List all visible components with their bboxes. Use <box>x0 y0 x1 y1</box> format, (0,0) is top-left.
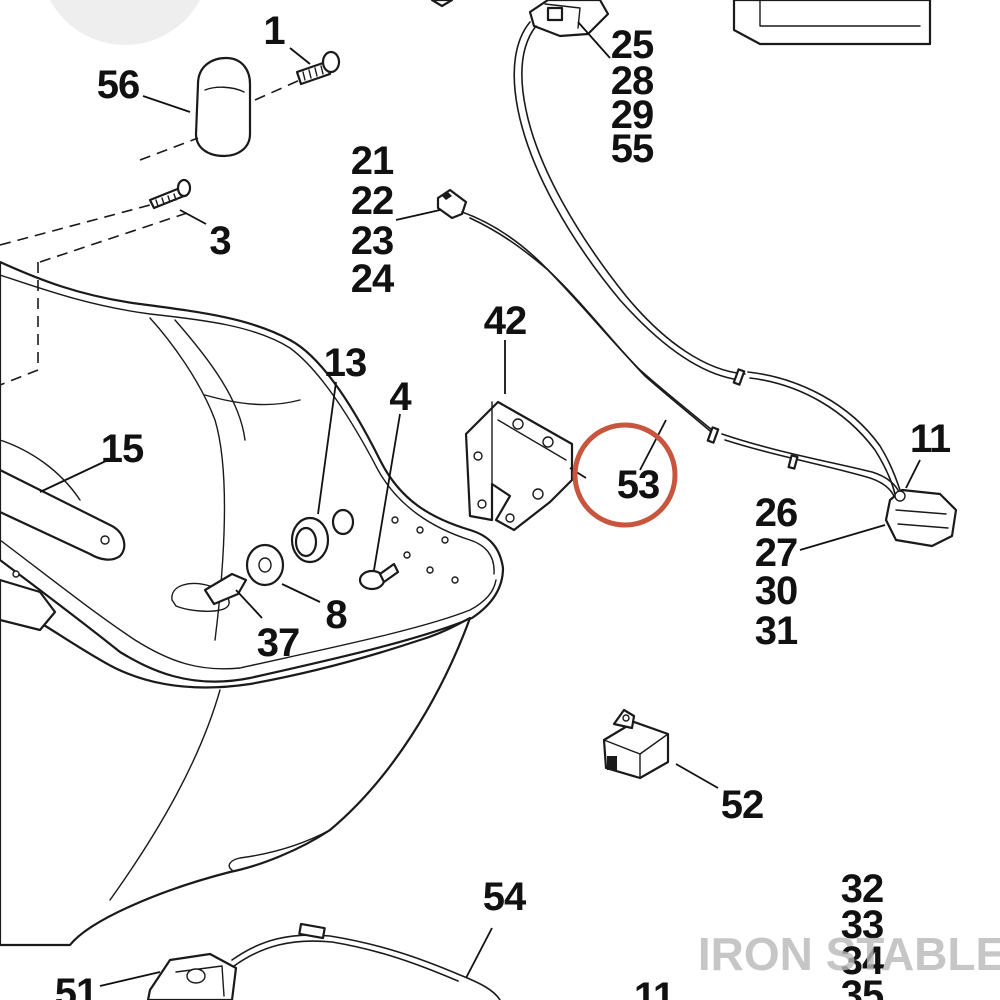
callout-31: 31 <box>755 609 798 653</box>
callout-55: 55 <box>611 127 654 171</box>
callout-3: 3 <box>209 219 230 263</box>
callout-27: 27 <box>755 531 798 575</box>
callout-4: 4 <box>389 375 412 419</box>
background-disc <box>50 0 200 45</box>
connector-part-21 <box>436 188 468 220</box>
callout-25: 25 <box>611 23 654 67</box>
saddlebag-body <box>0 598 472 947</box>
callout-33: 33 <box>841 903 884 947</box>
callout-56: 56 <box>97 63 140 107</box>
screw-part-4 <box>358 562 400 591</box>
washer-part-8 <box>245 543 285 587</box>
callout-8: 8 <box>325 593 347 637</box>
screw-part-1 <box>295 50 341 86</box>
callout-42: 42 <box>484 299 527 343</box>
callout-23: 23 <box>351 219 394 263</box>
callout-52: 52 <box>721 783 764 827</box>
callout-11: 11 <box>910 417 951 461</box>
callout-34: 34 <box>841 939 885 983</box>
callout-21: 21 <box>351 139 394 183</box>
part-fragment-top <box>430 0 454 8</box>
hinge-strap <box>0 468 126 632</box>
callout-28: 28 <box>611 59 654 103</box>
highlight-circle <box>572 422 678 528</box>
callout-53: 53 <box>617 463 660 507</box>
callout-29: 29 <box>611 93 654 137</box>
callout-22: 22 <box>351 179 394 223</box>
callout-54: 54 <box>483 875 527 919</box>
callout-1: 1 <box>263 9 285 53</box>
grommet-part-13 <box>290 508 355 564</box>
saddlebag-lid <box>0 260 505 683</box>
module-box-part <box>732 0 932 46</box>
lanyard-pin-part-37 <box>171 572 248 612</box>
callout-15: 15 <box>101 427 144 471</box>
connector-part-11 <box>884 488 958 548</box>
callout-32: 32 <box>841 867 884 911</box>
callout-51: 51 <box>55 971 98 1000</box>
watermark: IRON STABLE <box>698 928 1000 980</box>
connector-part-25 <box>528 0 610 38</box>
callout-35: 35 <box>841 973 884 1000</box>
clip-part-52 <box>602 708 670 780</box>
connector-part-51 <box>146 952 238 1000</box>
callout-11-bottom: 11 <box>634 975 675 1000</box>
callout-labels: 1 56 3 21 22 23 24 25 28 29 55 42 13 4 1… <box>55 9 952 1000</box>
dashed-assembly-lines <box>0 79 301 386</box>
end-cap-part <box>194 56 252 158</box>
callout-30: 30 <box>755 569 798 613</box>
callout-13: 13 <box>324 341 367 385</box>
leader-lines <box>39 21 921 987</box>
callout-24: 24 <box>351 257 395 301</box>
screw-part-3 <box>148 178 192 210</box>
rim-holes <box>391 516 459 584</box>
callout-37: 37 <box>257 621 300 665</box>
hinge-bracket-part <box>464 400 574 532</box>
callout-26: 26 <box>755 491 798 535</box>
